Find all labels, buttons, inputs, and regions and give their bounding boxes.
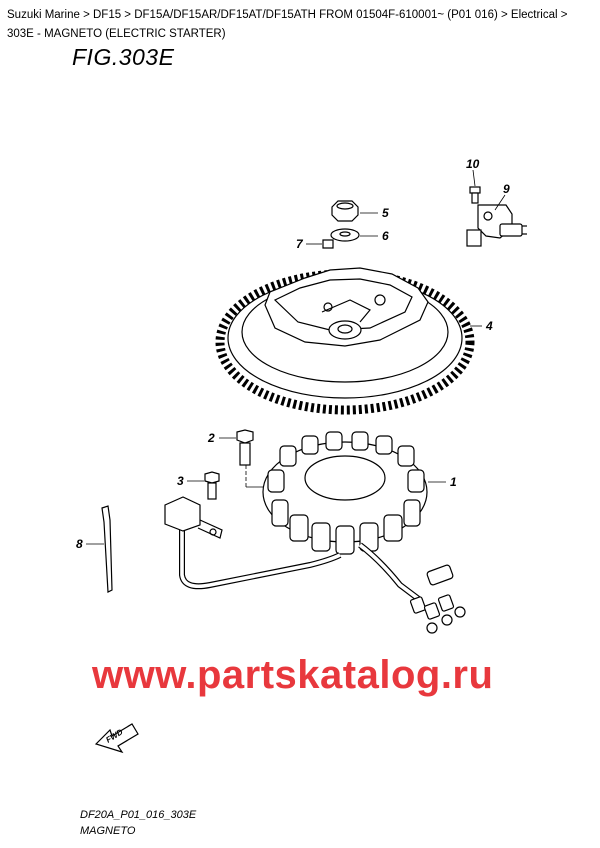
- breadcrumb-separator: >: [497, 9, 511, 21]
- callout-7[interactable]: 7: [296, 237, 304, 251]
- breadcrumb-separator: >: [121, 9, 135, 21]
- ground-bracket: [164, 496, 223, 539]
- callout-5[interactable]: 5: [382, 206, 389, 220]
- callout-3[interactable]: 3: [177, 474, 184, 488]
- bolt-part-10[interactable]: [469, 186, 481, 204]
- callout-9[interactable]: 9: [503, 182, 510, 196]
- breadcrumb-link-df15[interactable]: DF15: [92, 9, 122, 21]
- callout-10[interactable]: 10: [466, 157, 480, 171]
- flywheel-part-4[interactable]: [215, 267, 475, 415]
- wiring-harness: [179, 530, 466, 634]
- callout-4[interactable]: 4: [485, 319, 493, 333]
- washer-part-6[interactable]: [330, 228, 360, 242]
- breadcrumb-current: 303E - MAGNETO (ELECTRIC STARTER): [7, 28, 226, 40]
- breadcrumb: Suzuki Marine > DF15 > DF15A/DF15AR/DF15…: [7, 6, 592, 44]
- footer-name: MAGNETO: [80, 825, 136, 837]
- breadcrumb-separator: >: [557, 9, 568, 21]
- callout-2[interactable]: 2: [207, 431, 215, 445]
- nut-part-5[interactable]: [331, 200, 359, 222]
- cable-tie-part-8[interactable]: [101, 505, 113, 593]
- callout-1[interactable]: 1: [450, 475, 457, 489]
- watermark: www.partskatalog.ru: [92, 653, 494, 697]
- figure-title: FIG.303E: [72, 44, 175, 70]
- breadcrumb-link-model[interactable]: DF15A/DF15AR/DF15AT/DF15ATH FROM 01504F-…: [134, 9, 498, 21]
- callout-8[interactable]: 8: [76, 537, 83, 551]
- callout-6[interactable]: 6: [382, 229, 389, 243]
- breadcrumb-link-suzuki-marine[interactable]: Suzuki Marine: [7, 9, 80, 21]
- breadcrumb-separator: >: [79, 9, 93, 21]
- bolt-part-2[interactable]: [236, 429, 254, 466]
- key-part-7[interactable]: [322, 239, 334, 249]
- stator-part-1[interactable]: [262, 431, 428, 555]
- sensor-part-9[interactable]: [466, 204, 527, 247]
- fwd-arrow-icon: [94, 723, 139, 754]
- bolt-part-3[interactable]: [204, 471, 220, 500]
- breadcrumb-link-electrical[interactable]: Electrical: [510, 9, 558, 21]
- footer-code: DF20A_P01_016_303E: [80, 809, 197, 821]
